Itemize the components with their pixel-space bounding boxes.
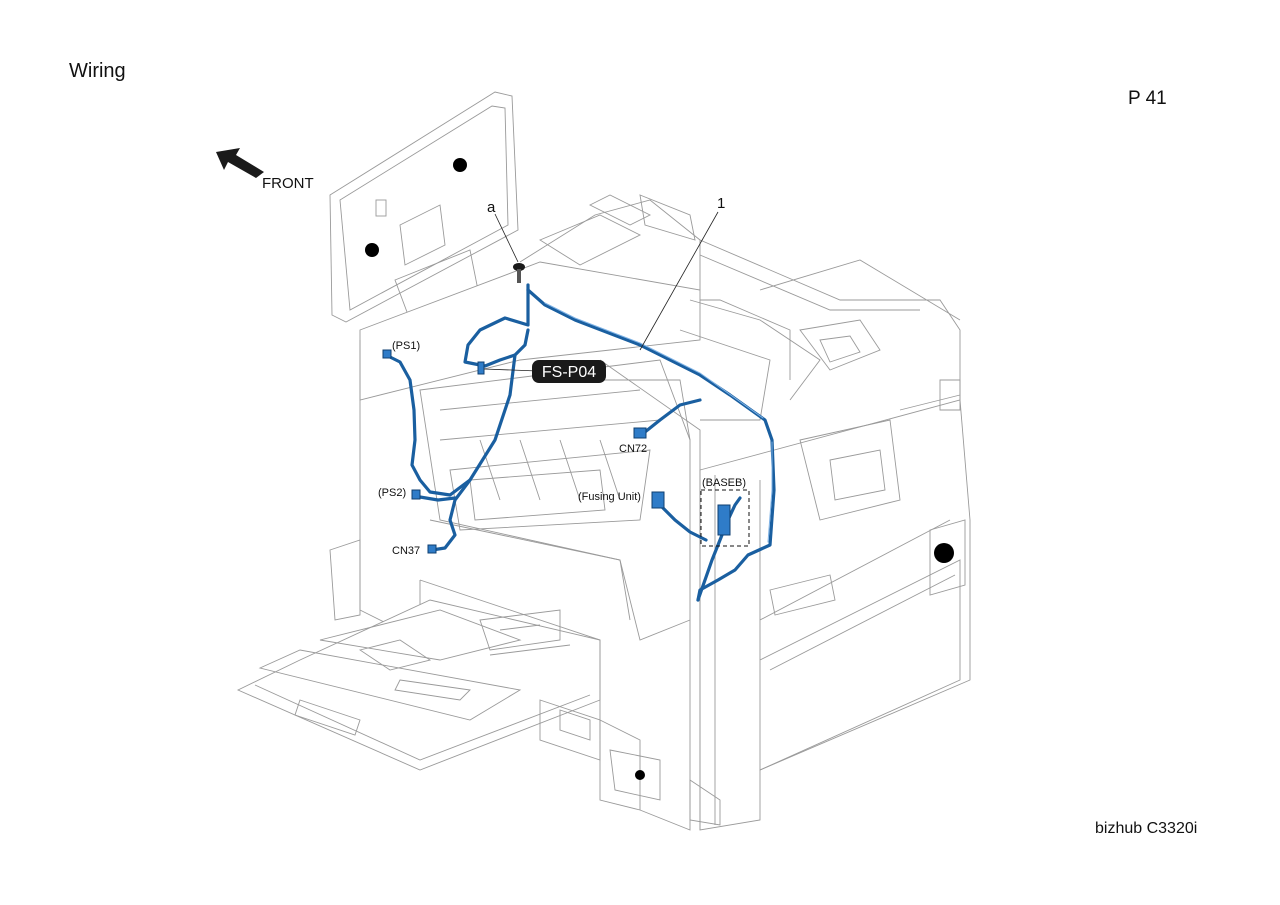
callout-cn72: CN72 [619, 443, 647, 455]
machine-frame [236, 91, 971, 831]
ps2-connector-icon [411, 489, 421, 500]
connector-tag: FS-P04 [532, 360, 606, 383]
callout-ps2: (PS2) [378, 487, 406, 499]
callout-fusing-unit: (Fusing Unit) [578, 491, 641, 503]
ps1-connector-icon [382, 349, 392, 359]
wire-harness [384, 283, 776, 602]
svg-text:FS-P04: FS-P04 [542, 364, 596, 381]
cn72-connector-icon [633, 427, 647, 439]
callout-screw: a [487, 199, 496, 216]
model-name: bizhub C3320i [1095, 820, 1198, 837]
page-number: P 41 [1128, 88, 1167, 109]
baseb-connector-icon [717, 504, 731, 536]
fusing-unit-connector-icon [651, 491, 665, 509]
front-label: FRONT [262, 175, 314, 192]
callout-harness: 1 [717, 195, 725, 212]
callout-ps1: (PS1) [392, 340, 420, 352]
front-arrow-icon [216, 148, 264, 178]
callout-baseb: (BASEB) [702, 477, 746, 489]
callout-cn37: CN37 [392, 545, 420, 557]
screw-icon [513, 263, 525, 283]
baseb-outline [700, 489, 750, 547]
page-title: Wiring [69, 60, 126, 82]
cn37-connector-icon [427, 544, 437, 554]
fs-p04-connector-icon [477, 361, 485, 375]
